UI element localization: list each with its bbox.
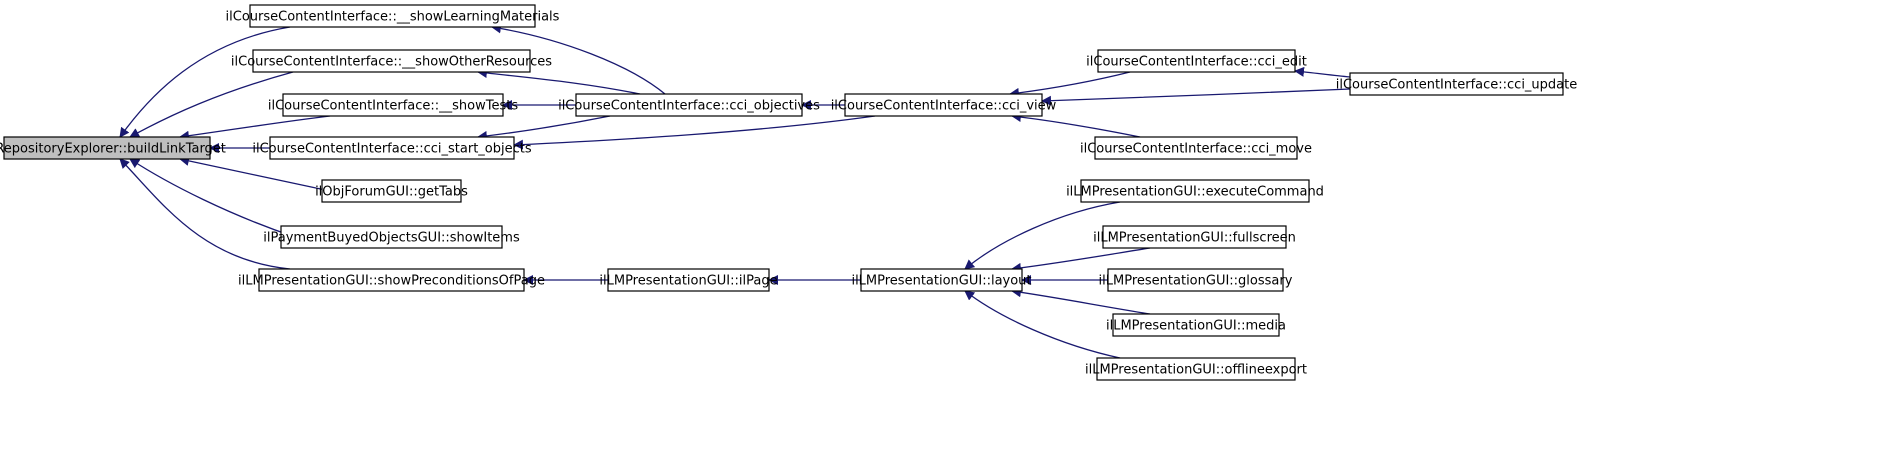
graph-node[interactable]: ilCourseContentInterface::cci_view [831,93,1057,117]
node-label: ilObjForumGUI::getTabs [315,185,468,200]
node-label: ilCourseContentInterface::cci_update [1336,78,1577,93]
graph-node[interactable]: ilLMPresentationGUI::ilPage [599,268,778,292]
edge-n10-n4 [513,115,876,150]
graph-node[interactable]: ilLMPresentationGUI::layout [851,268,1032,292]
node-label: ilLMPresentationGUI::glossary [1099,274,1293,289]
node-label: ilLMPresentationGUI::offlineexport [1085,363,1307,378]
node-box [1102,225,1287,249]
node-box [1096,357,1296,381]
graph-node[interactable]: ilCourseContentInterface::cci_start_obje… [252,136,532,160]
graph-node[interactable]: ilPaymentBuyedObjectsGUI::showItems [263,225,520,249]
node-box [258,268,525,292]
node-label: ilCourseContentInterface::__showLearning… [226,10,560,25]
node-box [575,93,803,117]
graph-node[interactable]: ilObjForumGUI::getTabs [315,179,468,203]
node-box [249,4,536,28]
graph-node[interactable]: ilCourseContentInterface::cci_edit [1086,49,1307,73]
graph-node[interactable]: ilLMPresentationGUI::fullscreen [1093,225,1296,249]
graph-node[interactable]: ilLMPresentationGUI::offlineexport [1085,357,1307,381]
node-label: ilCourseContentInterface::cci_start_obje… [252,142,532,157]
graph-node[interactable]: ilCourseContentInterface::cci_update [1336,72,1577,96]
edge-n12-n10 [1009,71,1131,98]
edge-n1-n0 [119,26,291,138]
node-label: ilLMPresentationGUI::ilPage [599,274,777,289]
node-label: ilPaymentBuyedObjectsGUI::showItems [263,231,520,246]
node-box [282,93,504,117]
node-box [844,93,1043,117]
node-box [3,136,211,160]
edge-n7-n0 [119,158,291,270]
edge-n15-n11 [964,201,1121,270]
node-label: ilCourseContentInterface::cci_view [831,99,1057,114]
edge-n8-n2 [477,68,641,95]
node-box [280,225,503,249]
graph-node[interactable]: ilCourseContentInterface::__showTests [268,93,518,117]
edge-n14-n10 [1041,88,1351,106]
edge-n8-n4 [477,115,611,141]
node-label: ilRepositoryExplorer::buildLinkTarget [0,142,226,157]
node-label: ilLMPresentationGUI::media [1106,319,1286,334]
node-box [1097,49,1296,73]
node-box [607,268,770,292]
nodes-layer: ilRepositoryExplorer::buildLinkTarget ilC… [0,4,1577,381]
edges-layer [119,23,1351,359]
node-label: ilLMPresentationGUI::executeCommand [1066,185,1324,200]
edge-n14-n12 [1294,66,1351,78]
node-box [1094,136,1298,160]
edge-n13-n10 [1011,112,1141,138]
edge-n2-n0 [129,71,294,138]
edge-n19-n11 [964,290,1121,359]
edge-n16-n11 [1011,247,1151,273]
edge-n18-n11 [1011,287,1151,315]
graph-node[interactable]: ilLMPresentationGUI::executeCommand [1066,179,1324,203]
graph-node[interactable]: ilLMPresentationGUI::media [1106,313,1286,337]
graph-node[interactable]: ilCourseContentInterface::cci_move [1080,136,1312,160]
edge-n8-n1 [491,23,666,95]
graph-node[interactable]: ilCourseContentInterface::__showOtherRes… [231,49,552,73]
node-box [1349,72,1564,96]
node-label: ilLMPresentationGUI::layout [851,274,1031,289]
edge-n6-n0 [129,158,296,238]
graph-node[interactable]: ilCourseContentInterface::__showLearning… [226,4,560,28]
edge-n5-n0 [179,156,331,192]
node-box [1112,313,1280,337]
node-box [860,268,1023,292]
node-box [252,49,531,73]
node-label: ilLMPresentationGUI::showPreconditionsOf… [238,274,545,289]
graph-node[interactable]: ilCourseContentInterface::cci_objectives [558,93,820,117]
node-box [1080,179,1310,203]
graph-node[interactable]: ilLMPresentationGUI::showPreconditionsOf… [238,268,545,292]
node-label: ilLMPresentationGUI::fullscreen [1093,231,1296,246]
node-box [321,179,462,203]
node-label: ilCourseContentInterface::cci_edit [1086,55,1307,70]
node-label: ilCourseContentInterface::cci_objectives [558,99,820,114]
node-box [269,136,515,160]
node-box [1107,268,1284,292]
node-label: ilCourseContentInterface::__showOtherRes… [231,55,552,70]
graph-node[interactable]: ilLMPresentationGUI::glossary [1099,268,1293,292]
root-node[interactable]: ilRepositoryExplorer::buildLinkTarget [0,136,226,160]
edge-n3-n0 [179,115,331,141]
node-label: ilCourseContentInterface::cci_move [1080,142,1312,157]
node-label: ilCourseContentInterface::__showTests [268,99,518,114]
